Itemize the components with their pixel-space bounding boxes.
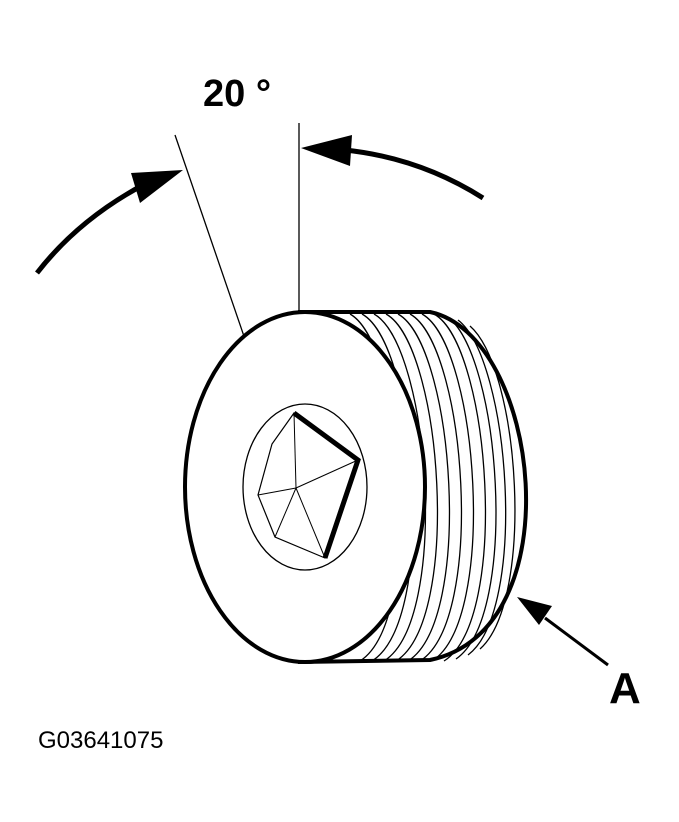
left-rotation-arrow xyxy=(35,170,183,275)
hex-socket xyxy=(257,410,361,559)
callout-leader-arrow xyxy=(517,597,609,667)
right-rotation-arrow xyxy=(301,135,485,201)
figure-code: G03641075 xyxy=(38,727,163,754)
callout-letter-a: A xyxy=(609,664,641,713)
hex-recess-circle xyxy=(242,403,368,571)
angle-label: 20 ° xyxy=(203,73,271,115)
threaded-plug xyxy=(183,310,529,665)
